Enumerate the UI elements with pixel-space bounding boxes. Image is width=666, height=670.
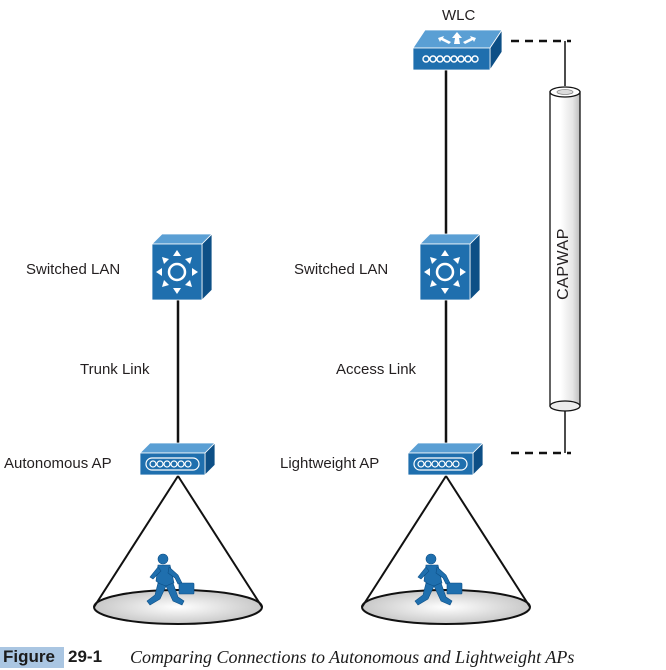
- capwap-label-box: CAPWAP: [547, 228, 581, 300]
- network-diagram: [93, 28, 581, 625]
- lightweight-coverage-cone: [361, 475, 531, 625]
- caption-figure-word: Figure: [3, 647, 55, 666]
- autonomous-ap-icon: [139, 442, 216, 476]
- caption-figure-number: 29-1: [68, 647, 103, 666]
- caption-highlight: [0, 647, 64, 668]
- wlc-label: WLC: [442, 7, 476, 24]
- capwap-tunnel: [549, 86, 581, 412]
- capwap-label: CAPWAP: [555, 228, 572, 300]
- lightweight-ap-label: Lightweight AP: [280, 455, 380, 472]
- autonomous-coverage-cone: [93, 475, 263, 625]
- wlc-device-icon: [412, 28, 503, 72]
- access-link-label: Access Link: [336, 361, 417, 378]
- caption-text: Comparing Connections to Autonomous and …: [130, 647, 575, 667]
- lightweight-ap-icon: [407, 442, 484, 476]
- mobile-user-right-icon: [414, 553, 463, 606]
- switched-lan-right-icon: [419, 233, 481, 301]
- switched-lan-left-icon: [151, 233, 213, 301]
- switched-lan-right-label: Switched LAN: [294, 261, 389, 278]
- trunk-link-label: Trunk Link: [80, 361, 150, 378]
- switched-lan-left-label: Switched LAN: [26, 261, 121, 278]
- mobile-user-left-icon: [146, 553, 195, 606]
- figure-caption: Figure 29-1 Comparing Connections to Aut…: [0, 646, 666, 670]
- autonomous-ap-label: Autonomous AP: [4, 455, 112, 472]
